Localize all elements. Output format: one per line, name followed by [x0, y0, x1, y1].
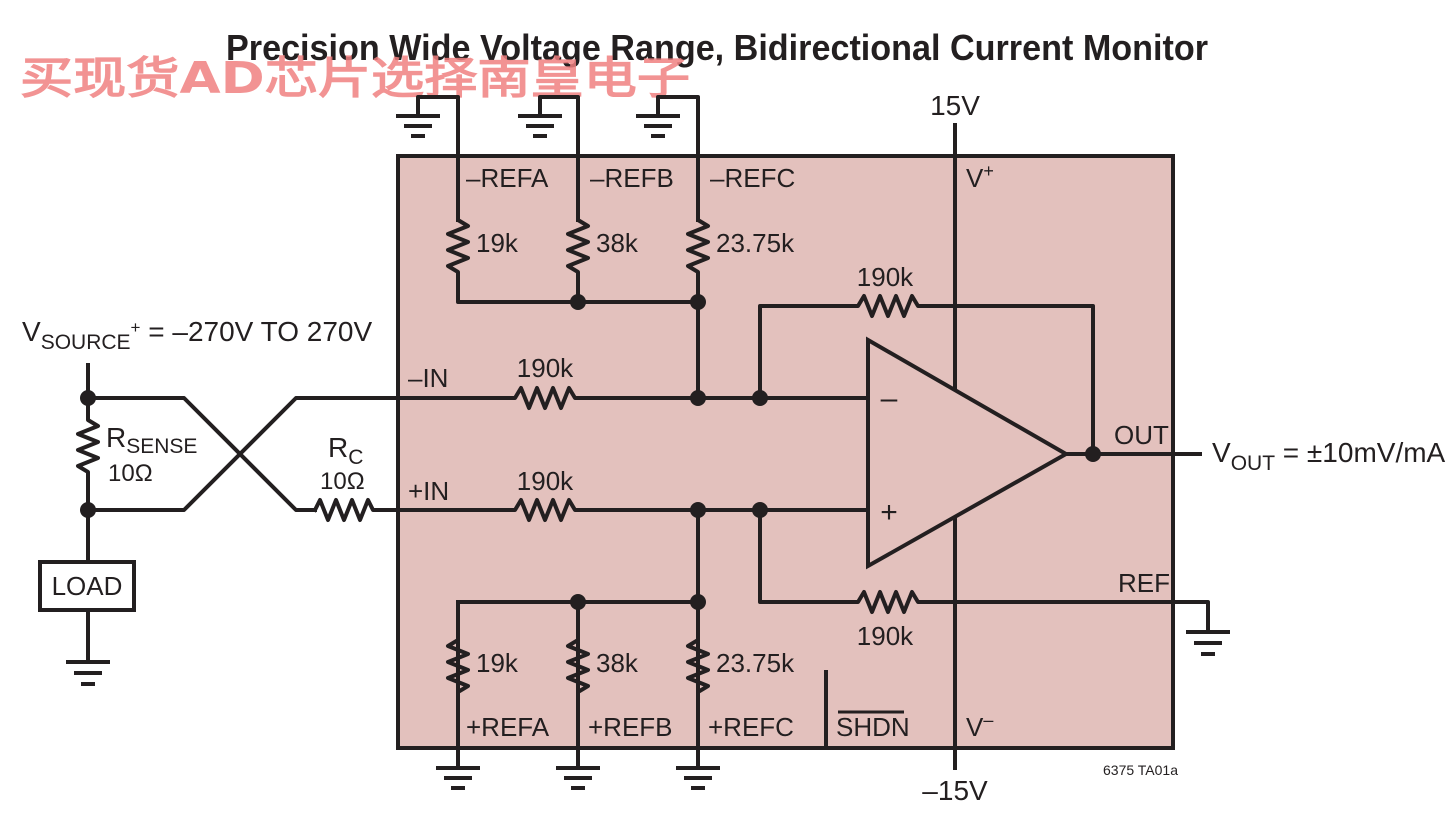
pin-label-in-neg: –IN: [408, 363, 448, 393]
ground-icon: [556, 766, 600, 790]
rsense-label: RSENSE: [106, 422, 197, 458]
junction-dot: [1085, 446, 1101, 462]
load-label: LOAD: [52, 571, 123, 601]
resistor-value-bot-c: 23.75k: [716, 648, 795, 678]
ground-icon: [436, 766, 480, 790]
resistor-value-in-neg: 190k: [517, 353, 574, 383]
bottom-ref-network: [436, 508, 720, 790]
resistor-top-b: [566, 211, 590, 304]
load-box: [38, 560, 136, 612]
pin-label-refc-neg: –REFC: [710, 163, 795, 193]
watermark-text: 买现货AD芯片选择南皇电子: [20, 53, 690, 104]
ground-icon: [1186, 630, 1230, 656]
resistor-value-ref: 190k: [857, 621, 914, 651]
pin-label-ref: REF: [1118, 568, 1170, 598]
resistor-top-c: [686, 211, 710, 400]
rc-resistor: [312, 498, 400, 522]
resistor-value-bot-b: 38k: [596, 648, 639, 678]
pin-label-refb-neg: –REFB: [590, 163, 674, 193]
pin-label-refa-neg: –REFA: [466, 163, 549, 193]
pin-label-in-pos: +IN: [408, 476, 449, 506]
ground-icon: [636, 95, 700, 222]
resistor-value-top-a: 19k: [476, 228, 519, 258]
vminus-label: V–: [966, 710, 993, 742]
resistor-value-feedback: 190k: [857, 262, 914, 292]
chip-body: [396, 154, 1175, 750]
diagram-title: Precision Wide Voltage Range, Bidirectio…: [226, 27, 1208, 68]
figure-id: 6375 TA01a: [1103, 762, 1178, 778]
ground-icon: [396, 95, 460, 222]
vplus-label: V+: [966, 161, 994, 193]
pin-label-refa-pos: +REFA: [466, 712, 550, 742]
ground-icon: [676, 766, 720, 790]
pin-label-refc-pos: +REFC: [708, 712, 794, 742]
rc-label: RC: [328, 432, 363, 469]
supply-negative-label: –15V: [922, 775, 988, 806]
junction-dot: [570, 294, 586, 310]
ground-icon: [66, 660, 110, 686]
top-ref-network: [396, 95, 710, 400]
ref-wire: [758, 508, 1210, 634]
supply-positive-label: 15V: [930, 90, 980, 121]
resistor-value-bot-a: 19k: [476, 648, 519, 678]
pin-label-shdn: SHDN: [836, 712, 910, 742]
feedback-wire: [758, 294, 1095, 456]
minus-input-wire: [396, 386, 870, 410]
pin-label-out: OUT: [1114, 420, 1169, 450]
junction-dot: [690, 594, 706, 610]
vsource-label: VSOURCE+ = –270V TO 270V: [22, 316, 373, 354]
sense-crossover-wire: [86, 396, 400, 512]
opamp-triangle: [866, 336, 1071, 570]
resistor-value-top-b: 38k: [596, 228, 639, 258]
opamp-plus-sign: +: [880, 496, 898, 529]
junction-dot: [690, 294, 706, 310]
opamp-minus-sign: –: [881, 382, 898, 415]
rsense-resistor: [76, 363, 100, 564]
vout-label: VOUT = ±10mV/mA: [1212, 437, 1446, 475]
ground-icon: [518, 95, 580, 222]
resistor-value-top-c: 23.75k: [716, 228, 795, 258]
junction-dot: [752, 390, 768, 406]
resistor-value-in-pos: 190k: [517, 466, 574, 496]
pin-label-refb-pos: +REFB: [588, 712, 673, 742]
rc-value: 10Ω: [320, 468, 365, 495]
plus-input-wire: [396, 498, 870, 522]
junction-dot: [690, 390, 706, 406]
resistor-top-a: [446, 211, 700, 304]
junction-dot: [570, 594, 586, 610]
rsense-value: 10Ω: [108, 460, 153, 487]
